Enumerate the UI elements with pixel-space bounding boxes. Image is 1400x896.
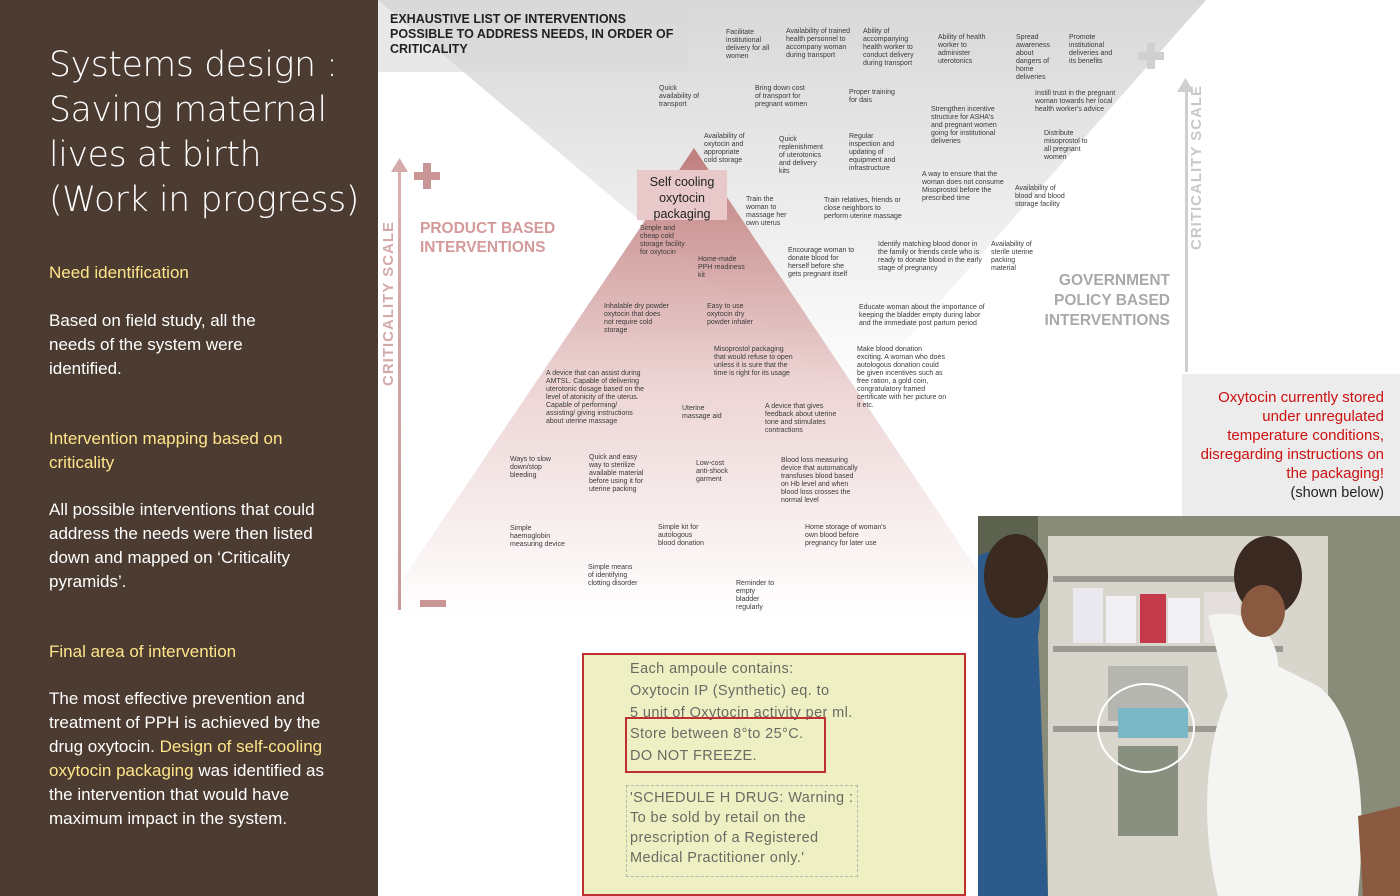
callout-shown-below: (shown below) <box>1290 485 1385 501</box>
gov-note: Train the woman to massage her own uteru… <box>746 196 787 227</box>
gov-note: Train relatives, friends or close neighb… <box>824 197 902 220</box>
sidebar: Systems design : Saving maternal lives a… <box>0 0 378 896</box>
product-note: Low-cost anti-shock garment <box>696 460 728 483</box>
gov-note: A way to ensure that the woman does not … <box>922 171 1004 202</box>
government-scale-bar <box>1185 90 1188 372</box>
product-scale-arrow <box>391 158 408 172</box>
product-criticality-scale-label: CRITICALITY SCALE <box>380 220 397 386</box>
final-area-text-end: was identified as the intervention that … <box>49 761 325 828</box>
packaging-label-photo: Each ampoule contains: Oxytocin IP (Synt… <box>582 653 966 896</box>
product-note: Uterine massage aid <box>682 405 722 420</box>
gov-note: Strengthen incentive structure for ASHA'… <box>931 106 997 145</box>
product-note: Simple means of identifying clotting dis… <box>588 564 638 587</box>
schedule-h-warning-box <box>626 785 858 877</box>
criticality-pyramids-diagram: EXHAUSTIVE LIST OF INTERVENTIONS POSSIBL… <box>378 0 1400 616</box>
gov-note: Facilitate institutional delivery for al… <box>726 29 770 60</box>
final-area-text-start: The most effective prevention and treatm… <box>49 689 321 756</box>
gov-note: Identify matching blood donor in the fam… <box>878 241 982 272</box>
gov-note: Proper training for dais <box>849 89 895 104</box>
gov-note: Quick availability of transport <box>659 85 700 108</box>
need-identification-heading: Need identification <box>49 263 189 282</box>
gov-note: Educate woman about the importance of ke… <box>859 304 985 327</box>
gov-note: Ability of health worker to administer u… <box>938 34 986 65</box>
government-category-label: GOVERNMENT POLICY BASED INTERVENTIONS <box>1044 272 1170 329</box>
product-note: Ways to slow down/stop bleeding <box>510 456 551 479</box>
product-note: Home-made PPH readiness kit <box>698 256 745 279</box>
gov-note: Spread awareness about dangers of home d… <box>1016 34 1050 81</box>
product-note: Misoprostol packaging that would refuse … <box>714 346 793 377</box>
product-note: A device that can assist during AMTSL. C… <box>546 370 645 425</box>
label-line: Oxytocin IP (Synthetic) eq. to <box>630 683 830 699</box>
self-cooling-oxytocin-highlight: Self cooling oxytocin packaging <box>637 170 727 221</box>
gov-note: Instill trust in the pregnant woman towa… <box>1035 90 1116 113</box>
oxytocin-callout: Oxytocin currently stored under unregula… <box>1182 374 1400 516</box>
gov-note: Distribute misoprostol to all pregnant w… <box>1044 130 1088 161</box>
storage-instruction-highlight <box>625 717 826 773</box>
final-area-heading: Final area of intervention <box>49 642 237 661</box>
minus-icon <box>420 600 446 607</box>
label-line: prescription of a Registered <box>630 830 819 846</box>
product-note: Easy to use oxytocin dry powder inhaler <box>707 303 753 326</box>
label-line-storage: Store between 8°to 25°C. <box>630 726 804 742</box>
label-line: To be sold by retail on the <box>630 810 807 826</box>
product-note: Simple kit for autologous blood donation <box>658 524 704 547</box>
gov-note: Availability of blood and blood storage … <box>1015 185 1065 208</box>
intervention-mapping-heading: Intervention mapping based on criticalit… <box>49 429 283 472</box>
product-category-label: PRODUCT BASED INTERVENTIONS <box>420 220 556 256</box>
plus-icon-government-bar <box>1138 52 1164 60</box>
product-scale-bar <box>398 170 401 610</box>
header-band <box>378 0 688 72</box>
government-pyramid <box>378 0 1206 400</box>
gov-note: Bring down cost of transport for pregnan… <box>755 85 808 108</box>
label-line: 'SCHEDULE H DRUG: Warning : <box>630 790 854 806</box>
gov-note: Encourage woman to donate blood for hers… <box>788 247 855 278</box>
product-note: Home storage of woman's own blood before… <box>805 524 887 547</box>
gov-note: Availability of sterile uterine packing … <box>991 241 1034 272</box>
gov-note: Quick replenishment of uterotonics and d… <box>779 136 823 175</box>
callout-alert-text: Oxytocin currently stored under unregula… <box>1200 389 1384 482</box>
storage-room-illustration <box>978 516 1400 896</box>
need-identification-text: Based on field study, all the needs of t… <box>49 311 256 378</box>
product-note: A device that gives feedback about uteri… <box>765 403 837 434</box>
gov-note: Regular inspection and updating of equip… <box>849 133 896 172</box>
gov-note: Promote institutional deliveries and its… <box>1069 34 1113 65</box>
label-line: Medical Practitioner only.' <box>630 850 805 866</box>
gov-note: Ability of accompanying health worker to… <box>863 28 914 67</box>
plus-icon-bar <box>414 172 440 180</box>
product-note: Reminder to empty bladder regularly <box>736 580 775 611</box>
government-criticality-scale-label: CRITICALITY SCALE <box>1188 84 1205 250</box>
product-note: Quick and easy way to sterilize availabl… <box>589 454 644 493</box>
gov-note: Make blood donation exciting. A woman wh… <box>857 346 947 409</box>
final-area-text: The most effective prevention and treatm… <box>49 687 334 831</box>
label-line: Each ampoule contains: <box>630 661 794 677</box>
intervention-mapping-text: All possible interventions that could ad… <box>49 500 315 591</box>
product-note: Availability of oxytocin and appropriate… <box>704 133 745 164</box>
page-title: Systems design : Saving maternal lives a… <box>49 45 360 220</box>
product-note: Blood loss measuring device that automat… <box>781 457 858 504</box>
government-scale-arrow <box>1177 78 1194 92</box>
product-note: Simple and cheap cold storage facility f… <box>640 225 685 256</box>
product-note: Inhalable dry powder oxytocin that does … <box>604 303 669 334</box>
diagram-header: EXHAUSTIVE LIST OF INTERVENTIONS POSSIBL… <box>390 12 674 56</box>
label-line-do-not-freeze: DO NOT FREEZE. <box>630 748 757 764</box>
product-pyramid <box>378 148 1008 616</box>
final-area-text-highlight: Design of self-cooling oxytocin packagin… <box>49 737 323 780</box>
storage-room-photo <box>978 516 1400 896</box>
product-note: Simple haemoglobin measuring device <box>510 525 565 548</box>
gov-note: Availability of trained health personnel… <box>786 28 851 59</box>
pyramid-shapes <box>378 0 1206 616</box>
